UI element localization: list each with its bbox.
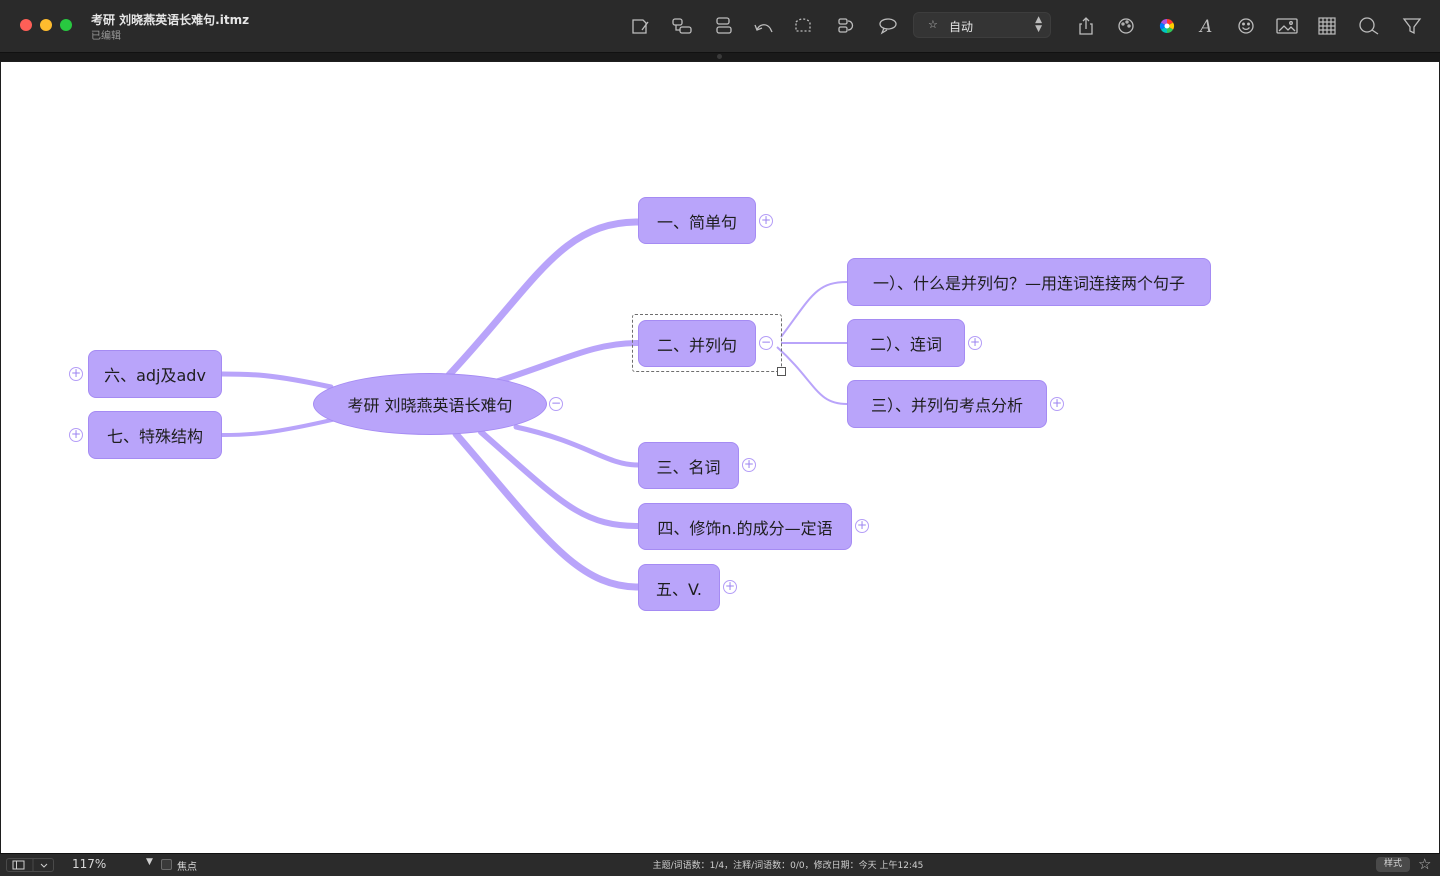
topic-label: 二、并列句 bbox=[656, 335, 737, 355]
chevron-down-icon[interactable]: ▼ bbox=[146, 857, 153, 867]
topic-label: 六、adj及adv bbox=[104, 366, 206, 385]
new-topic-icon[interactable] bbox=[630, 15, 652, 37]
expand-plus-icon[interactable]: + bbox=[759, 213, 773, 228]
topic-attributive[interactable]: 四、修饰n.的成分—定语 bbox=[638, 503, 852, 550]
star-icon[interactable]: ☆ bbox=[1418, 855, 1432, 873]
topic-label: 二）、连词 bbox=[869, 335, 942, 354]
root-topic[interactable]: 考研 刘晓燕英语长难句 bbox=[313, 373, 547, 435]
expand-plus-icon[interactable]: + bbox=[69, 427, 83, 442]
topic-verbs[interactable]: 五、V. bbox=[638, 564, 720, 611]
resize-handle[interactable] bbox=[777, 367, 786, 376]
style-button[interactable]: 样式 bbox=[1376, 857, 1410, 872]
expand-plus-icon[interactable]: + bbox=[1050, 396, 1064, 411]
subtopic-what-is-compound[interactable]: 一）、什么是并列句？—用连词连接两个句子 bbox=[847, 258, 1211, 306]
expand-plus-icon[interactable]: + bbox=[723, 579, 737, 594]
image-icon[interactable] bbox=[1276, 15, 1298, 37]
zoom-level[interactable]: 117% bbox=[72, 857, 107, 871]
title-bar: 考研 刘晓燕英语长难句.itmz 已编辑 ☆ 自动 ▲▼ bbox=[0, 0, 1440, 53]
expand-plus-icon[interactable]: + bbox=[968, 335, 982, 350]
expand-plus-icon[interactable]: + bbox=[855, 518, 869, 533]
star-icon: ☆ bbox=[928, 18, 938, 31]
collapse-minus-icon[interactable]: − bbox=[549, 396, 563, 411]
boundary-icon[interactable] bbox=[792, 15, 814, 37]
document-title: 考研 刘晓燕英语长难句.itmz bbox=[91, 13, 250, 27]
topic-label: 七、特殊结构 bbox=[106, 427, 203, 446]
focus-label: 焦点 bbox=[177, 862, 197, 873]
mindmap-canvas[interactable]: 考研 刘晓燕英语长难句 − 一、简单句 + 二、并列句 − 一）、什么是并列句？… bbox=[1, 62, 1439, 853]
callout-icon[interactable] bbox=[877, 15, 899, 37]
topic-label: 三、名词 bbox=[656, 457, 721, 477]
undo-redo-icon[interactable] bbox=[753, 15, 775, 37]
filter-icon[interactable] bbox=[1401, 15, 1423, 37]
relationship-icon[interactable] bbox=[836, 15, 858, 37]
expand-plus-icon[interactable]: + bbox=[742, 457, 756, 472]
topic-special-structures[interactable]: 七、特殊结构 bbox=[88, 411, 222, 459]
search-icon[interactable] bbox=[1357, 15, 1379, 37]
add-child-icon[interactable] bbox=[671, 15, 693, 37]
document-stats: 主题/词语数：1/4，注释/词语数：0/0，修改日期：今天 上午12:45 bbox=[652, 861, 924, 871]
focus-checkbox[interactable] bbox=[161, 859, 172, 870]
subtopic-exam-points[interactable]: 三）、并列句考点分析 bbox=[847, 380, 1047, 428]
connection-lines bbox=[219, 218, 848, 591]
topic-label: 五、V. bbox=[656, 579, 702, 599]
svg-text:A: A bbox=[1198, 17, 1212, 37]
add-sibling-icon[interactable] bbox=[713, 15, 735, 37]
palette-icon[interactable] bbox=[1115, 15, 1137, 37]
sidebar-toggle-button[interactable] bbox=[6, 858, 54, 872]
root-topic-label: 考研 刘晓燕英语长难句 bbox=[347, 396, 513, 415]
topic-label: 三）、并列句考点分析 bbox=[870, 396, 1023, 415]
font-icon[interactable]: A bbox=[1195, 15, 1217, 37]
subtopic-conjunctions[interactable]: 二）、连词 bbox=[847, 319, 965, 367]
zoom-window-button[interactable] bbox=[60, 19, 72, 31]
document-status: 已编辑 bbox=[91, 31, 121, 42]
style-select[interactable]: ☆ 自动 ▲▼ bbox=[913, 12, 1051, 38]
topic-simple-sentence[interactable]: 一、简单句 bbox=[638, 197, 756, 244]
topic-nouns[interactable]: 三、名词 bbox=[638, 442, 739, 489]
selection-box bbox=[632, 314, 782, 372]
up-down-chevron-icon: ▲▼ bbox=[1035, 15, 1042, 34]
sidebar-icon bbox=[12, 859, 48, 871]
style-select-value: 自动 bbox=[949, 20, 974, 34]
expand-plus-icon[interactable]: + bbox=[69, 366, 83, 381]
topic-label: 一）、什么是并列句？—用连词连接两个句子 bbox=[872, 274, 1185, 293]
table-icon[interactable] bbox=[1316, 15, 1338, 37]
topic-label: 四、修饰n.的成分—定语 bbox=[657, 518, 833, 538]
toolbar-divider bbox=[0, 53, 1440, 61]
emoji-icon[interactable] bbox=[1235, 15, 1257, 37]
share-icon[interactable] bbox=[1075, 15, 1097, 37]
close-window-button[interactable] bbox=[20, 19, 32, 31]
topic-adj-adv[interactable]: 六、adj及adv bbox=[88, 350, 222, 398]
minimize-window-button[interactable] bbox=[40, 19, 52, 31]
collapse-minus-icon[interactable]: − bbox=[759, 335, 773, 350]
color-wheel-icon[interactable] bbox=[1156, 15, 1178, 37]
status-bar: 117% ▼ 焦点 主题/词语数：1/4，注释/词语数：0/0，修改日期：今天 … bbox=[0, 853, 1440, 876]
topic-label: 一、简单句 bbox=[656, 212, 737, 232]
topic-compound-sentence[interactable]: 二、并列句 bbox=[638, 320, 756, 367]
